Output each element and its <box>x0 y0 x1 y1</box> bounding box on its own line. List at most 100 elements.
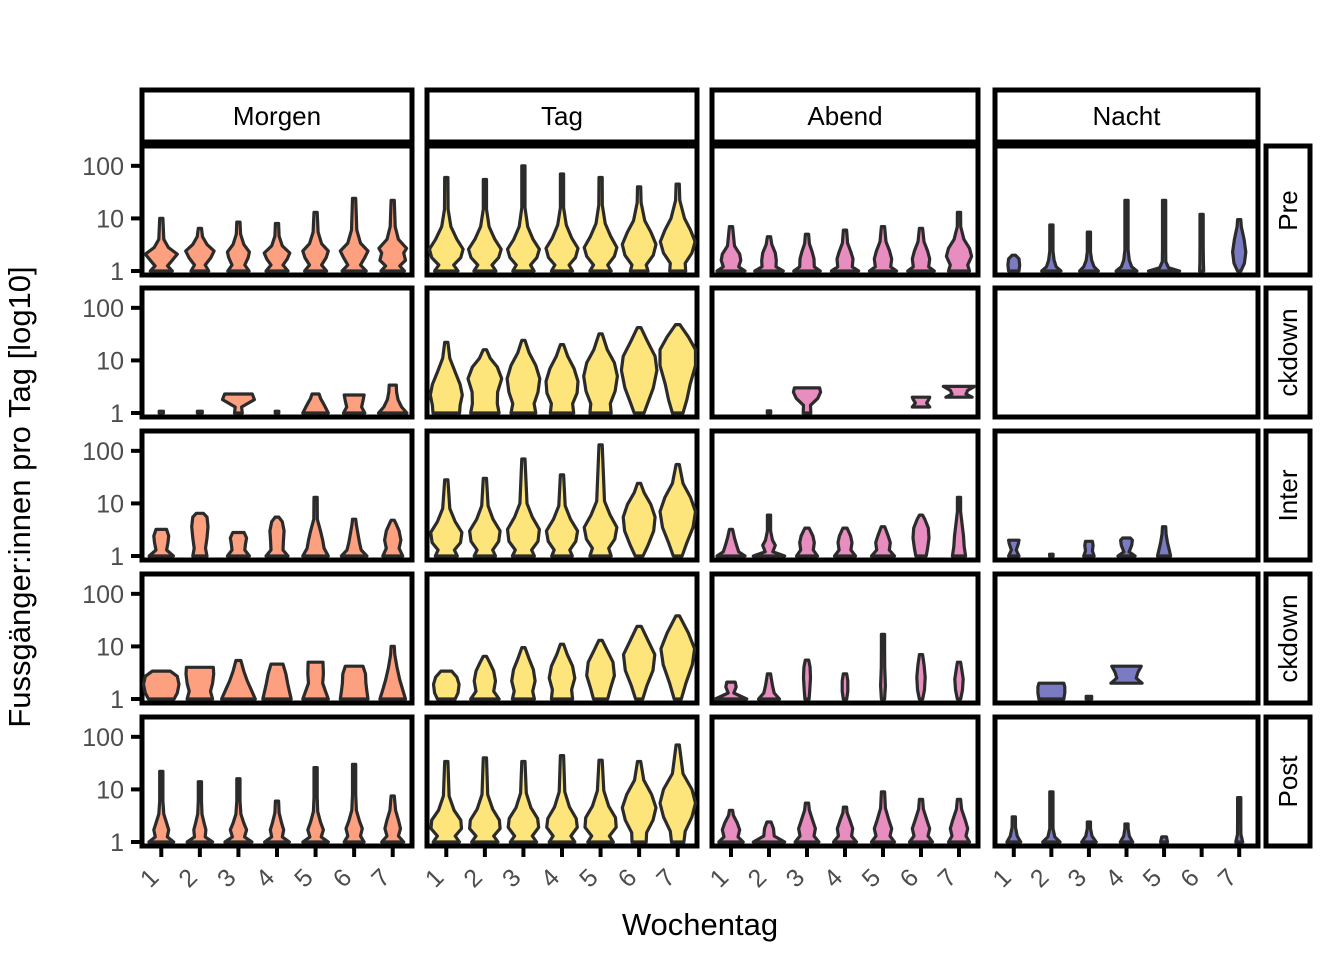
violin-shape <box>225 220 251 273</box>
violin-shape <box>953 660 965 701</box>
violin-shape <box>1040 223 1063 273</box>
x-tick-label: 5 <box>857 864 887 894</box>
y-tick-label: 100 <box>82 153 124 181</box>
violin-shape <box>376 383 409 415</box>
y-tick-label: 1 <box>110 686 124 714</box>
facet-strip-col-morgen <box>139 87 415 145</box>
x-tick-label: 1 <box>987 864 1017 894</box>
violin-shape <box>1078 230 1100 273</box>
violin-shape <box>184 665 216 701</box>
x-tick-label: 7 <box>366 864 396 894</box>
violin-shape <box>713 680 749 701</box>
violin-shape <box>1231 218 1248 273</box>
y-tick-label: 10 <box>96 776 124 804</box>
panel-ckdown-Nacht <box>992 285 1261 420</box>
violin-shape <box>1036 681 1067 701</box>
violin-shape <box>505 164 541 273</box>
facet-strip-row-label: Inter <box>1273 469 1303 521</box>
violin-shape <box>195 409 204 415</box>
violin-shape <box>1041 790 1062 844</box>
facet-strip-row-label: Post <box>1273 755 1303 808</box>
violin-shape <box>1082 539 1096 558</box>
violin-shape <box>1084 694 1094 701</box>
violin-shape <box>715 225 747 273</box>
panel-ckdown-Morgen <box>139 571 415 706</box>
facet-strip-row-label: Pre <box>1273 190 1303 230</box>
violin-shape <box>659 614 697 701</box>
violin-shape <box>794 526 820 558</box>
violin-shape <box>544 473 580 558</box>
violin-shape <box>620 759 658 844</box>
x-axis-title: Wochentag <box>622 907 778 942</box>
violin-shape <box>225 530 251 558</box>
panel-ckdown-Tag <box>424 571 700 706</box>
violin-shape <box>751 513 787 558</box>
violin-shape <box>378 644 408 701</box>
violin-shape <box>829 228 861 273</box>
violin-shape <box>1198 212 1206 273</box>
x-tick-label: 6 <box>1175 864 1205 894</box>
panel-frame <box>992 285 1261 420</box>
violin-shape <box>147 769 176 844</box>
y-tick-label: 100 <box>82 724 124 752</box>
panel-ckdown-Abend <box>709 285 981 420</box>
violin-shape <box>915 653 927 701</box>
facet-strip-row-4 <box>1263 714 1313 849</box>
facet-strip-row-0 <box>1263 143 1313 278</box>
x-tick-label: 2 <box>458 864 488 894</box>
x-tick-label: 1 <box>705 864 735 894</box>
facet-strip-col-tag <box>424 87 700 145</box>
panel-Inter-Nacht <box>992 428 1261 563</box>
panel-ckdown-Nacht <box>992 571 1261 706</box>
panel-frame <box>139 285 415 420</box>
violin-shape <box>185 780 215 844</box>
panel-Post-Morgen <box>139 714 415 849</box>
x-tick-label: 5 <box>574 864 604 894</box>
violin-shape <box>510 646 537 701</box>
violin-shape <box>582 175 619 273</box>
panel-Pre-Nacht <box>992 143 1261 278</box>
violin-shape <box>867 225 899 273</box>
violin-shape <box>907 797 935 844</box>
panel-frame <box>424 571 700 706</box>
violin-shape <box>143 216 179 273</box>
y-tick-label: 10 <box>96 490 124 518</box>
violin-shape <box>338 664 370 701</box>
violin-shape <box>1114 198 1139 273</box>
violin-shape <box>941 384 977 399</box>
violin-shape <box>190 511 210 558</box>
violin-shape <box>262 221 292 273</box>
y-tick-label: 100 <box>82 581 124 609</box>
violin-shape <box>831 805 859 844</box>
violin-shape <box>1007 538 1021 558</box>
violin-shape <box>658 182 697 273</box>
panel-Inter-Tag <box>424 428 700 563</box>
violin-shape <box>301 766 330 844</box>
facet-strip-col-nacht <box>992 87 1261 145</box>
violin-shape <box>223 777 254 844</box>
panel-Inter-Morgen <box>139 428 415 563</box>
violin-shape <box>157 409 165 415</box>
violin-shape <box>1159 835 1170 844</box>
violin-shape <box>801 658 813 701</box>
x-tick-label: 6 <box>895 864 925 894</box>
violin-shape <box>585 638 616 701</box>
panel-Inter-Abend <box>709 428 981 563</box>
violin-shape <box>621 624 657 701</box>
facet-strip-row-1 <box>1263 285 1313 420</box>
violin-shape <box>428 340 464 415</box>
violin-shape <box>658 462 698 558</box>
x-tick-label: 2 <box>173 864 203 894</box>
violin-shape <box>1080 820 1098 844</box>
violin-shape <box>869 790 897 844</box>
panel-ckdown-Morgen <box>139 285 415 420</box>
violin-shape <box>1109 664 1144 685</box>
violin-shape <box>582 443 619 558</box>
violin-shape <box>911 513 931 558</box>
violin-shape <box>147 527 175 558</box>
violin-shape <box>910 395 932 409</box>
violin-shape <box>505 457 541 558</box>
y-tick-label: 100 <box>82 438 124 466</box>
violin-shape <box>832 526 858 558</box>
x-tick-label: 3 <box>212 864 242 894</box>
